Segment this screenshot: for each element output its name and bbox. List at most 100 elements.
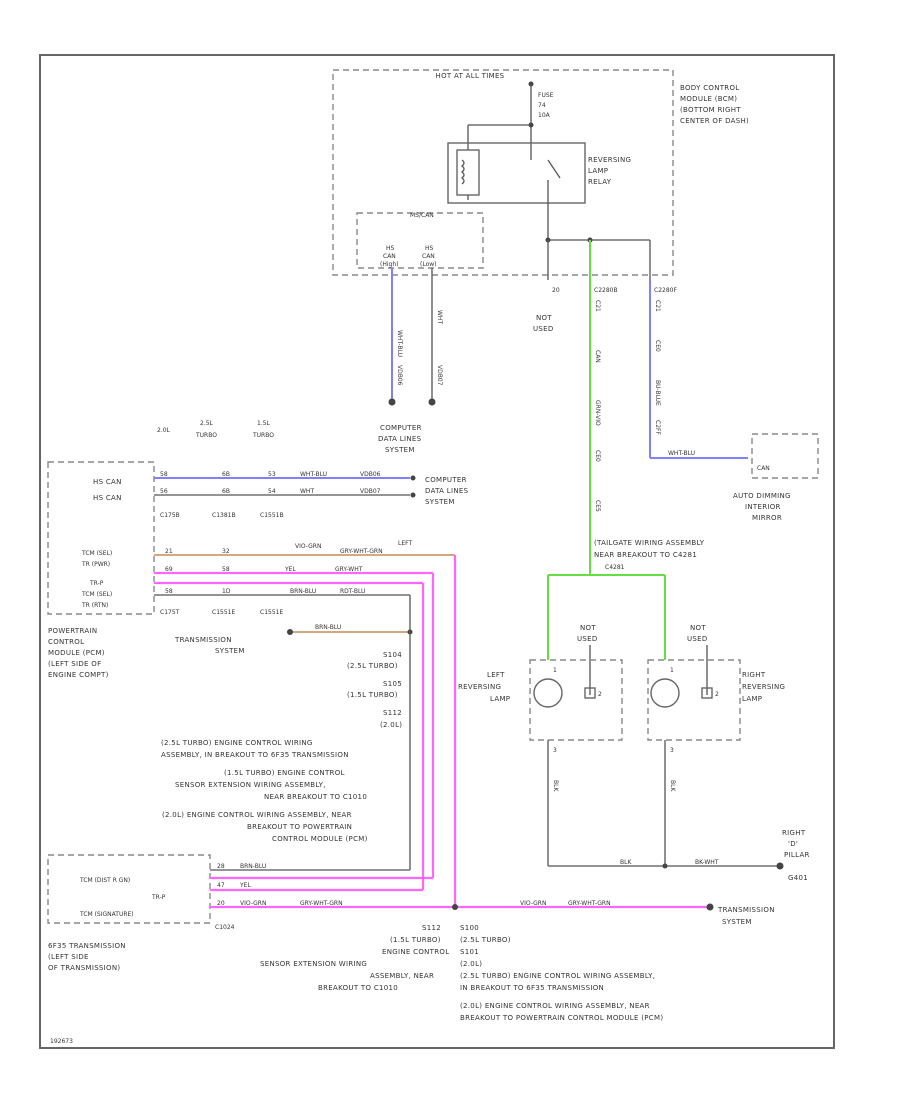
svg-text:HS: HS [386, 245, 395, 252]
svg-text:TRANSMISSION: TRANSMISSION [174, 636, 232, 644]
svg-text:DATA LINES: DATA LINES [378, 435, 422, 443]
wire-label-wht-blu: WHT-BLU [396, 330, 403, 357]
right-lamp-pin-3: 3 [670, 747, 674, 754]
hot-at-all-times-label: HOT AT ALL TIMES [436, 72, 505, 80]
pcm-pin-6b-a: 6B [222, 471, 230, 478]
trans-system-terminal [287, 629, 293, 635]
svg-text:TR-P: TR-P [151, 894, 166, 901]
svg-text:(2.0L): (2.0L) [380, 721, 402, 729]
pcm-lbl-yel: YEL [284, 566, 296, 573]
mirror-wire-label: WHT-BLU [668, 450, 695, 457]
trans-system-right-label: TRANSMISSION SYSTEM [717, 906, 774, 926]
bcm-pin-c2280f: C2280F [654, 287, 677, 294]
right-bulb-icon [650, 678, 680, 708]
hs-can-low-pin: HS CAN (Low) [420, 245, 437, 268]
wire-code-mid-can: CAN [594, 350, 601, 363]
trans-system-mid-label: TRANSMISSION SYSTEM [174, 636, 244, 655]
svg-text:BREAKOUT TO C1010: BREAKOUT TO C1010 [318, 984, 398, 992]
svg-text:S112: S112 [422, 924, 441, 932]
bottom-wire-vio-grn: VIO-GRN [520, 900, 546, 907]
can-low-terminal [428, 398, 436, 406]
pcm-pin-53: 53 [268, 471, 276, 478]
svg-text:LEFT: LEFT [487, 671, 505, 679]
svg-text:OF TRANSMISSION): OF TRANSMISSION) [48, 964, 120, 972]
computer-data-lines-top: COMPUTER DATA LINES SYSTEM [378, 424, 422, 454]
svg-text:(2.5L TURBO): (2.5L TURBO) [347, 662, 398, 670]
pcm-row-69: 69 [165, 566, 173, 573]
pcm-pin-hs-can-2: HS CAN [93, 494, 122, 502]
pcm-lbl-gry-wht-grn: GRY-WHT-GRN [340, 548, 383, 555]
svg-text:USED: USED [533, 325, 554, 333]
right-ground-wire-label: BLK [669, 780, 676, 792]
pcm-row-58b: 58 [165, 588, 173, 595]
ground-terminal-icon [776, 862, 784, 870]
bcm-label: BODY CONTROL MODULE (BCM) (BOTTOM RIGHT … [680, 84, 749, 125]
svg-text:(1.5L TURBO) ENGINE CONTROL: (1.5L TURBO) ENGINE CONTROL [224, 769, 345, 777]
svg-text:2.0L: 2.0L [157, 427, 171, 434]
tcm-splice-node [452, 904, 458, 910]
ground-bus-label: BLK [620, 859, 632, 866]
svg-text:(2.5L TURBO) ENGINE CONTROL WI: (2.5L TURBO) ENGINE CONTROL WIRING [161, 739, 313, 747]
svg-text:LAMP: LAMP [588, 167, 608, 175]
wire-code-mid-ce0: CE0 [594, 450, 601, 462]
svg-text:'D': 'D' [788, 840, 798, 848]
svg-text:MODULE (BCM): MODULE (BCM) [680, 95, 737, 103]
pcm-connector-c1381b: C1381B [212, 512, 236, 519]
svg-text:LAMP: LAMP [490, 695, 510, 703]
pcm-variant-headers: 2.0L 2.5L TURBO 1.5L TURBO [157, 420, 274, 439]
pcm-connector-c1551b: C1551B [260, 512, 284, 519]
svg-text:S104: S104 [383, 651, 402, 659]
svg-text:G401: G401 [788, 874, 808, 882]
right-d-pillar-ground: RIGHT 'D' PILLAR G401 [782, 829, 810, 882]
svg-text:ASSEMBLY, NEAR: ASSEMBLY, NEAR [370, 972, 434, 980]
svg-text:HS: HS [425, 245, 434, 252]
pcm-row-1d: 1D [222, 588, 231, 595]
pcm-lbl-rdt-blu: RDT-BLU [340, 588, 365, 595]
not-used-right-lamp: NOT USED [687, 624, 707, 643]
ground-bk-wht-label: BK-WHT [695, 859, 719, 866]
svg-text:COMPUTER: COMPUTER [425, 476, 467, 484]
svg-text:TCM (DIST R GN): TCM (DIST R GN) [79, 877, 130, 884]
svg-text:S105: S105 [383, 680, 402, 688]
mirror-pin-label: CAN [757, 465, 770, 472]
coil-winding-icon [460, 159, 465, 185]
not-used-left-lamp: NOT USED [577, 624, 597, 643]
wire-code-mid-grn-vio: GRN-VIO [594, 400, 601, 426]
pcm-pin-54: 54 [268, 488, 276, 495]
svg-text:TR-P: TR-P [89, 580, 104, 587]
wire-code-right-ce0: CE0 [654, 340, 661, 352]
tcm-pin-28: 28 [217, 863, 225, 870]
auto-dimming-mirror-box [751, 433, 819, 479]
pcm-can-low-term [410, 492, 416, 498]
bottom-wire-gry-wht-grn: GRY-WHT-GRN [568, 900, 611, 907]
right-lamp-pin-2: 2 [715, 691, 719, 698]
svg-text:TR (RTN): TR (RTN) [81, 602, 108, 609]
pcm-lbl-left: LEFT [398, 540, 412, 547]
svg-text:S112: S112 [383, 709, 402, 717]
svg-text:TCM (SEL): TCM (SEL) [81, 550, 112, 557]
wire-code-mid-ce5: CE5 [594, 500, 601, 512]
svg-text:CAN: CAN [383, 253, 396, 260]
left-reversing-lamp-box [529, 659, 623, 741]
svg-text:TURBO: TURBO [252, 432, 274, 439]
wire-label-vdb06: VDB06 [396, 365, 403, 386]
svg-text:COMPUTER: COMPUTER [380, 424, 422, 432]
wire-code-mid-c21: C21 [594, 300, 601, 312]
ms-can-box [356, 212, 484, 269]
svg-text:IN BREAKOUT TO 6F35 TRANSMISSI: IN BREAKOUT TO 6F35 TRANSMISSION [460, 984, 604, 992]
left-lamp-pin-1: 1 [553, 667, 557, 674]
svg-text:POWERTRAIN: POWERTRAIN [48, 627, 97, 635]
relay-switch-icon [547, 159, 561, 179]
svg-text:(2.0L): (2.0L) [460, 960, 482, 968]
not-used-top-label: NOT USED [533, 314, 554, 333]
wire-code-right-c21: C21 [654, 300, 661, 312]
svg-text:BREAKOUT TO POWERTRAIN: BREAKOUT TO POWERTRAIN [247, 823, 352, 831]
pcm-lbl-brn-blu: BRN-BLU [290, 588, 316, 595]
svg-text:(2.5L TURBO): (2.5L TURBO) [460, 936, 511, 944]
svg-text:SENSOR EXTENSION WIRING: SENSOR EXTENSION WIRING [260, 960, 367, 968]
right-lamp-pin-box [701, 687, 713, 699]
tailgate-note: (TAILGATE WIRING ASSEMBLY NEAR BREAKOUT … [594, 539, 704, 571]
ms-can-label: MS/CAN [410, 212, 434, 219]
svg-text:PILLAR: PILLAR [784, 851, 810, 859]
